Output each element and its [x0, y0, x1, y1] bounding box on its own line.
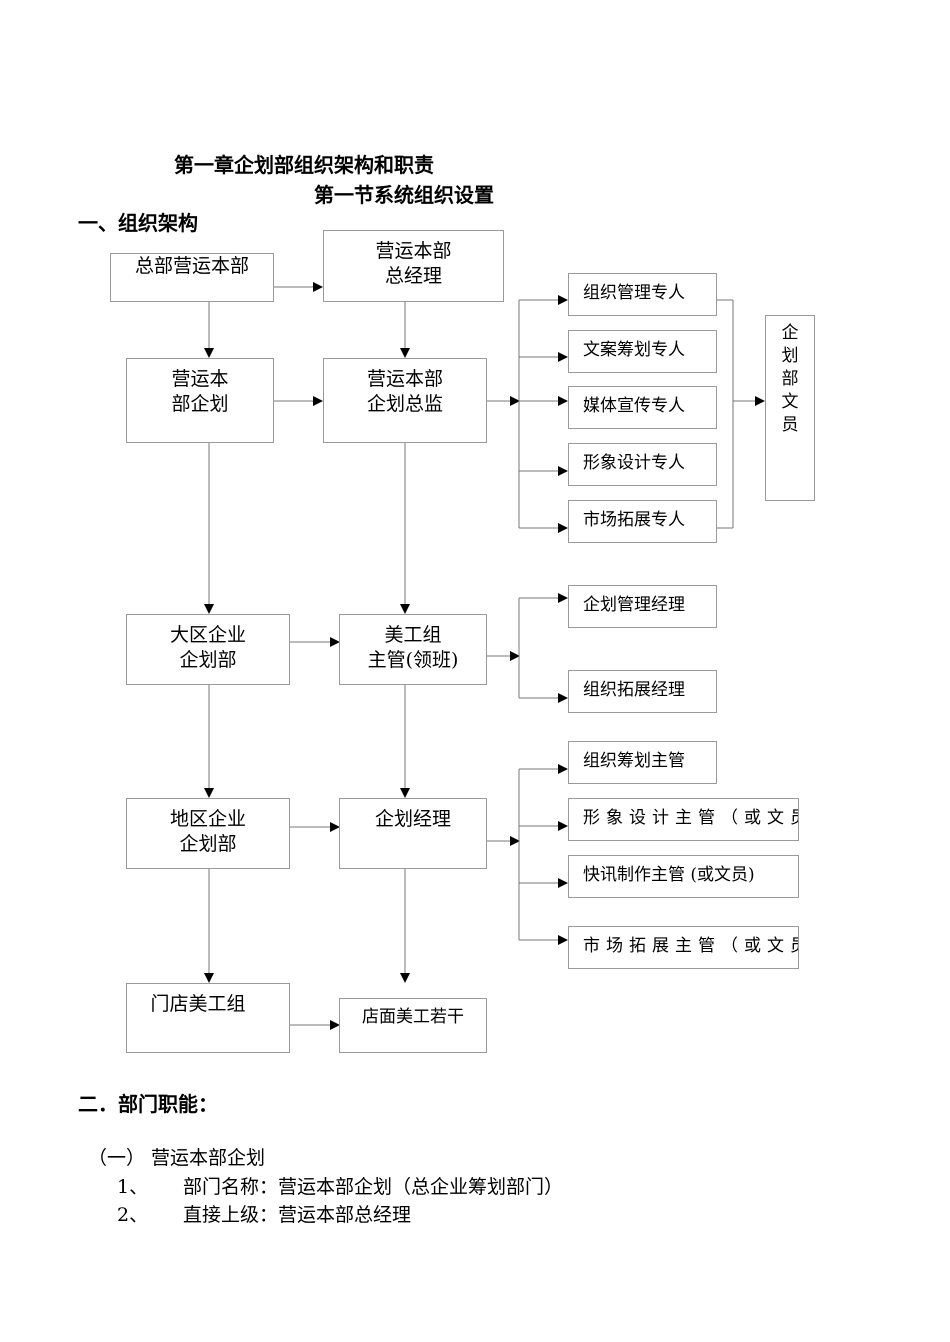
- planning-manager-box: 企划经理: [339, 798, 487, 869]
- item1-number: 1、: [117, 1176, 149, 1198]
- store-art-staff-box: 店面美工若干: [339, 998, 487, 1053]
- specialist-box: 市场拓展专人: [568, 500, 717, 543]
- supervisor-box: 组织筹划主管: [568, 741, 717, 784]
- specialist-box: 组织管理专人: [568, 273, 717, 316]
- supervisor-box: 快讯制作主管 (或文员): [568, 855, 799, 898]
- manager-box: 组织拓展经理: [568, 670, 717, 713]
- manager-box: 企划管理经理: [568, 585, 717, 628]
- chapter-title: 第一章企划部组织架构和职责: [174, 153, 434, 177]
- section-title: 第一节系统组织设置: [314, 183, 494, 207]
- operations-planning-box: 营运本 部企划: [126, 358, 274, 443]
- specialist-box: 形象设计专人: [568, 443, 717, 486]
- supervisor-box: 形象设计主管（或文员）: [568, 798, 799, 841]
- section1-title: （一） 营运本部企划: [88, 1147, 266, 1169]
- planning-director-box: 营运本部 企划总监: [323, 358, 487, 443]
- specialist-box: 文案筹划专人: [568, 330, 717, 373]
- store-art-group-box: 门店美工组: [126, 983, 290, 1053]
- item2-number: 2、: [117, 1204, 149, 1226]
- operations-gm-box: 营运本部 总经理: [323, 230, 504, 302]
- district-planning-box: 地区企业 企划部: [126, 798, 290, 869]
- art-group-box: 美工组 主管(领班): [339, 614, 487, 685]
- planning-clerk-box: 企 划 部 文 员: [765, 315, 815, 501]
- regional-planning-box: 大区企业 企划部: [126, 614, 290, 685]
- specialist-box: 媒体宣传专人: [568, 386, 717, 429]
- supervisor-box: 市场拓展主管（或文员）: [568, 926, 799, 969]
- item2-text: 直接上级：营运本部总经理: [183, 1204, 412, 1226]
- part1-heading: 一、组织架构: [78, 211, 198, 235]
- hq-operations-box: 总部营运本部: [110, 253, 274, 302]
- item1-text: 部门名称：营运本部企划（总企业筹划部门）: [183, 1176, 564, 1198]
- part2-heading: 二．部门职能：: [78, 1092, 218, 1116]
